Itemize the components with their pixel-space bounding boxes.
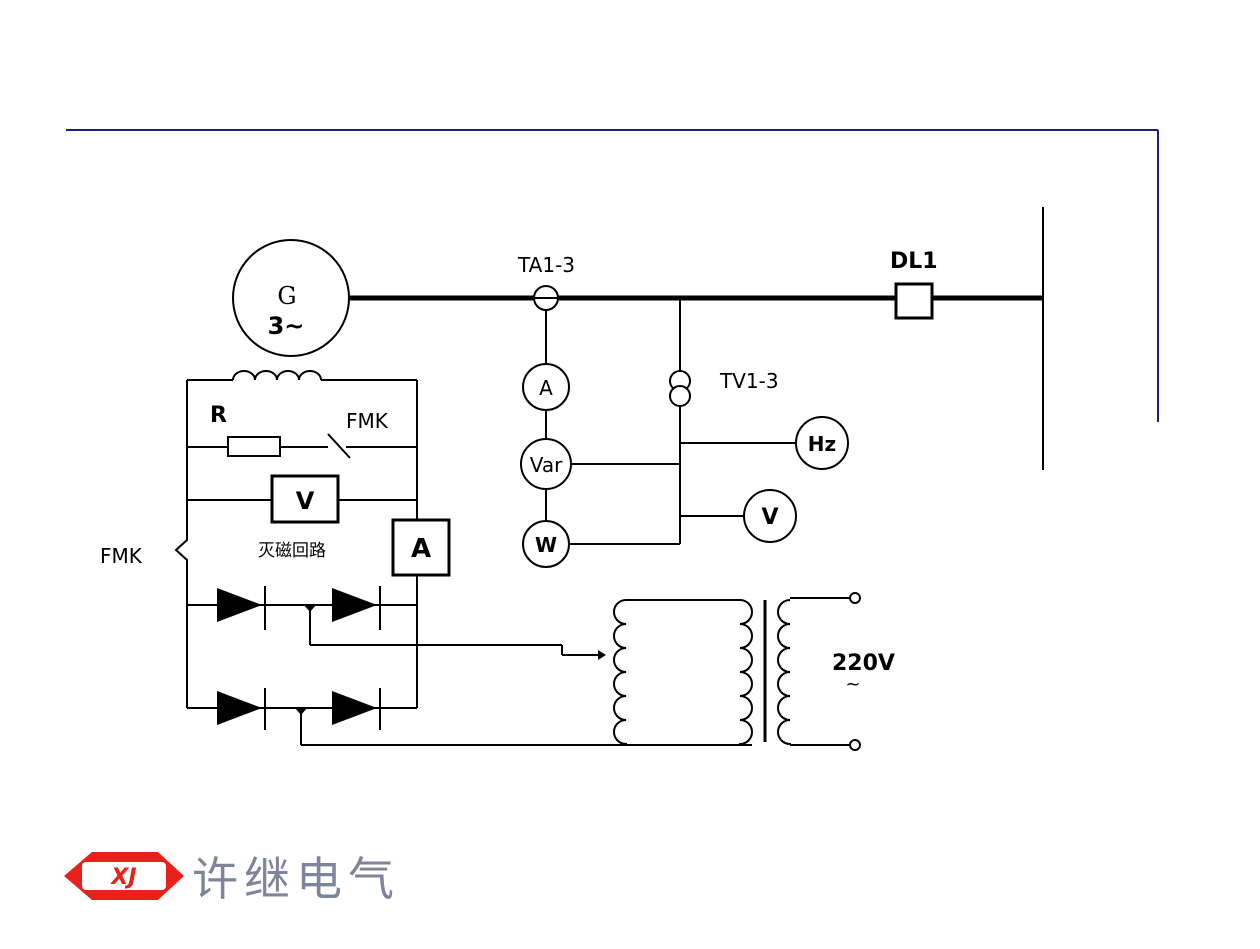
resistor-r (227, 436, 281, 457)
terminal-bottom (849, 739, 861, 751)
ammeter-field: A (391, 518, 451, 577)
svg-text:V: V (296, 487, 315, 515)
voltmeter-field: V (270, 474, 340, 524)
svg-text:Hz: Hz (808, 432, 836, 456)
svg-text:A: A (539, 376, 553, 400)
primary-winding-right (739, 599, 753, 745)
company-logo: XJ (64, 852, 184, 900)
breaker-label: DL1 (890, 249, 938, 274)
generator-label-g: G (277, 282, 296, 310)
voltage-transformer-tv: TV1-3 (669, 369, 779, 407)
diode-3 (217, 688, 266, 730)
terminal-top (849, 592, 861, 604)
wattmeter: W (522, 520, 570, 568)
tv-label: TV1-3 (719, 369, 779, 393)
field-winding (232, 370, 322, 381)
field-left-rail (174, 380, 188, 708)
breaker-dl1: DL1 (890, 249, 938, 320)
fmk-switch-blade (327, 433, 351, 459)
svg-text:A: A (411, 534, 431, 564)
svg-text:W: W (535, 533, 557, 557)
current-transformer-ta: TA1-3 (517, 253, 575, 311)
ammeter-main: A (522, 363, 570, 411)
svg-text:Var: Var (530, 453, 563, 477)
ta-label: TA1-3 (517, 253, 575, 277)
tap-arrow-transformer (598, 650, 606, 660)
secondary-winding (777, 599, 791, 745)
diode-4 (332, 688, 381, 730)
fmk-switch-label: FMK (346, 409, 389, 433)
resistor-label: R (210, 403, 227, 428)
diode-2 (332, 586, 381, 630)
svg-text:V: V (761, 505, 778, 530)
frequency-meter: Hz (795, 416, 849, 470)
primary-winding-left (613, 599, 627, 745)
supply-voltage-label: 220V (832, 651, 895, 676)
voltmeter-main: V (743, 489, 797, 543)
generator: G 3~ (232, 239, 350, 357)
fmk-side-label: FMK (100, 544, 143, 568)
logo-emblem-text: XJ (109, 865, 136, 890)
varmeter: Var (520, 438, 572, 490)
demag-label: 灭磁回路 (258, 541, 326, 561)
transformer: 220V ~ (613, 592, 895, 751)
company-name: 许继电气 (192, 852, 400, 906)
generator-label-phase: 3~ (268, 312, 305, 340)
supply-ac-symbol: ~ (845, 674, 860, 695)
diode-1 (217, 586, 266, 630)
